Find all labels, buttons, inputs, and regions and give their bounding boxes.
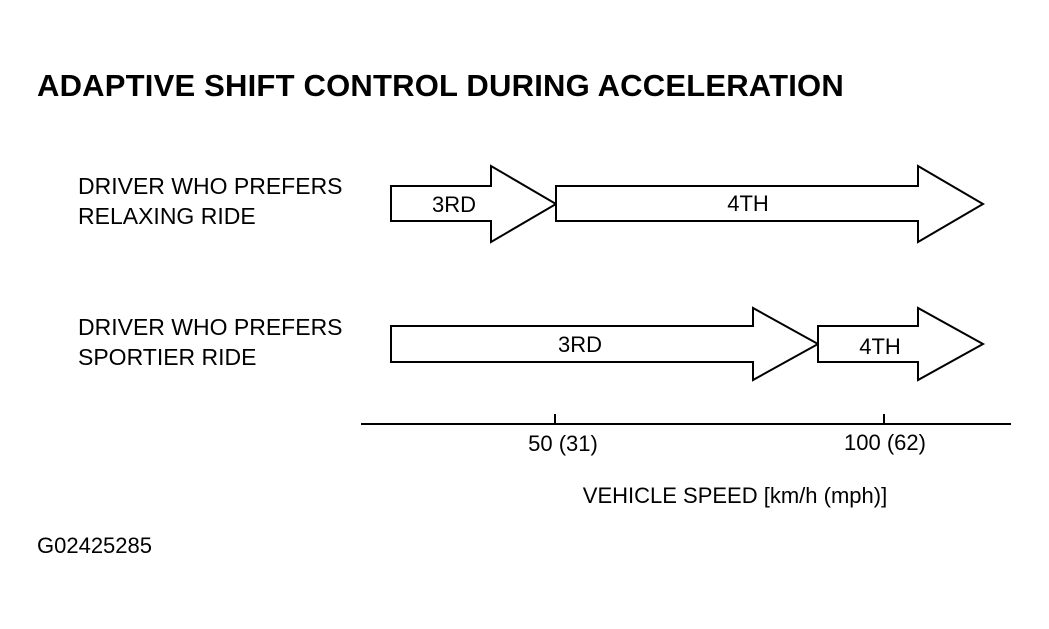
arrow-sportier-3rd (390, 306, 821, 382)
speed-tick-label-50: 50 (31) (528, 431, 598, 456)
row-label-relaxing-line-2: RELAXING RIDE (78, 203, 256, 229)
row-label-sportier-line-2: SPORTIER RIDE (78, 344, 257, 370)
diagram-title: ADAPTIVE SHIFT CONTROL DURING ACCELERATI… (37, 68, 844, 103)
gear-label-relaxing-3rd: 3RD (432, 192, 476, 217)
row-label-relaxing-line-1: DRIVER WHO PREFERS (78, 173, 343, 199)
row-label-sportier-line-1: DRIVER WHO PREFERS (78, 314, 343, 340)
speed-axis-label: VEHICLE SPEED [km/h (mph)] (583, 483, 887, 508)
gear-label-sportier-4th: 4TH (859, 334, 901, 359)
row-label-sportier: DRIVER WHO PREFERS SPORTIER RIDE (78, 312, 343, 372)
gear-label-relaxing-4th: 4TH (727, 191, 769, 216)
gear-label-sportier-3rd: 3RD (558, 332, 602, 357)
arrow-relaxing-3rd (390, 164, 558, 244)
arrow-relaxing-4th (555, 164, 985, 244)
row-label-relaxing: DRIVER WHO PREFERS RELAXING RIDE (78, 171, 343, 231)
figure-id: G02425285 (37, 533, 152, 558)
speed-tick-label-100: 100 (62) (844, 430, 926, 455)
arrow-sportier-4th (817, 306, 986, 382)
